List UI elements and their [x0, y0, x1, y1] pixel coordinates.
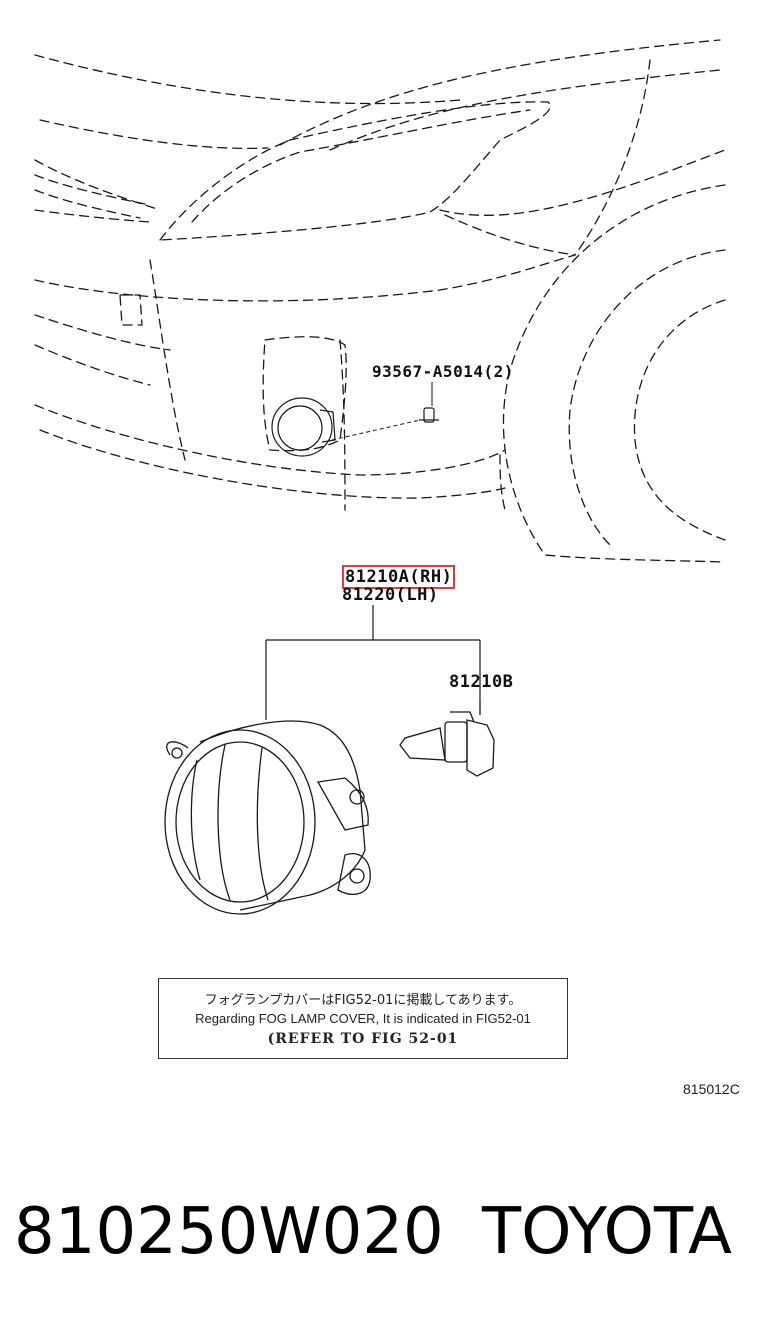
- grille-lower: [34, 209, 151, 223]
- bumper-side-2: [499, 454, 506, 511]
- fog-lamp-rh-label: 81210A(RH): [342, 565, 456, 589]
- hood-line-3: [279, 39, 721, 146]
- figure-code: 815012C: [683, 1081, 740, 1097]
- tire-outline: [633, 299, 726, 541]
- bumper-bottom: [39, 429, 506, 499]
- bumper-top: [34, 254, 576, 302]
- bumper-lower: [34, 404, 506, 476]
- note-reference: (REFER TO FIG 52-01: [267, 1031, 459, 1047]
- hood-line-1: [34, 54, 461, 105]
- installed-fog-lamp-mount: [319, 409, 336, 443]
- fog-recess: [262, 336, 347, 452]
- wheel-arch-outer: [502, 184, 726, 563]
- fender-line-2: [444, 214, 576, 256]
- callout-tree: [265, 605, 481, 720]
- fog-lamp-lh-label: 81220(LH): [342, 585, 439, 605]
- wheel-arch-inner: [568, 249, 726, 546]
- note-english: Regarding FOG LAMP COVER, It is indicate…: [195, 1011, 531, 1026]
- bulb-part-label: 81210B: [449, 672, 514, 692]
- clip-part-label: 93567-A5014(2): [372, 362, 514, 381]
- brand-name: TOYOTA: [482, 1195, 732, 1269]
- grille-slot-1: [34, 174, 151, 206]
- fender-line: [439, 149, 726, 216]
- bumper-crease-2: [34, 344, 151, 386]
- note-japanese: フォグランプカバーはFIG52-01に掲載してあります。: [204, 993, 522, 1008]
- headlamp-outline: [158, 101, 551, 241]
- clip-leader: [331, 419, 421, 441]
- part-number: 810250W020: [14, 1195, 444, 1269]
- windshield-line: [329, 69, 721, 151]
- grille-slot-2: [34, 189, 141, 219]
- side-marker: [119, 294, 143, 326]
- hood-line-2: [39, 119, 269, 150]
- installed-fog-lamp: [271, 397, 333, 457]
- fog-lamp-assembly-icon: [164, 720, 371, 915]
- bumper-side: [339, 339, 346, 511]
- clip-icon: [423, 407, 435, 423]
- headlamp-inner: [191, 109, 531, 223]
- installed-fog-lamp-lens: [277, 405, 323, 451]
- bumper-front: [149, 259, 186, 461]
- bulb-icon: [399, 700, 495, 777]
- reference-note-box: フォグランプカバーはFIG52-01に掲載してあります。 Regarding F…: [158, 978, 568, 1059]
- door-line: [574, 59, 651, 256]
- bumper-crease: [34, 314, 171, 351]
- grille-upper: [34, 159, 161, 211]
